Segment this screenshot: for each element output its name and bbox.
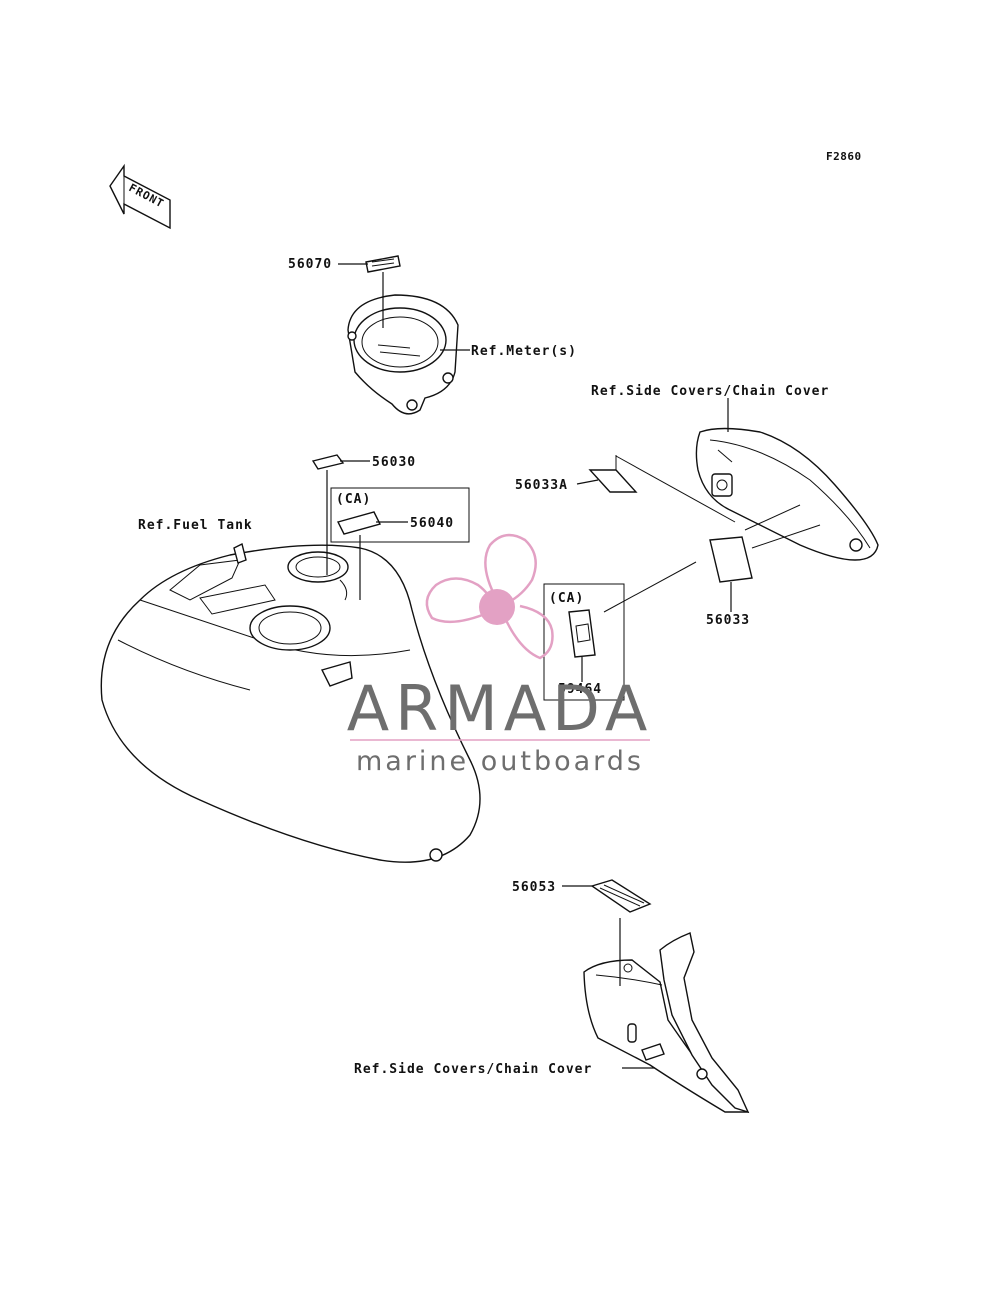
ca-label-1: (CA) bbox=[336, 492, 371, 507]
callout-56040: 56040 bbox=[410, 516, 454, 531]
watermark-tagline: marine outboards bbox=[356, 746, 644, 777]
side-cover-bottom-part bbox=[583, 932, 750, 1114]
callout-59464: 59464 bbox=[558, 682, 602, 697]
label-56033-part bbox=[709, 536, 753, 583]
callout-56030: 56030 bbox=[372, 455, 416, 470]
side-cover-top-part bbox=[695, 427, 879, 561]
callout-56033: 56033 bbox=[706, 613, 750, 628]
label-56040-part bbox=[336, 511, 382, 535]
label-56070-part bbox=[365, 255, 401, 273]
watermark: ARMADA marine outboards bbox=[347, 533, 653, 777]
propeller-icon bbox=[425, 533, 554, 660]
callout-56070: 56070 bbox=[288, 257, 332, 272]
callout-56053: 56053 bbox=[512, 880, 556, 895]
label-59464-part bbox=[568, 609, 596, 658]
ca-box-2 bbox=[543, 583, 625, 701]
ca-box-1 bbox=[330, 487, 470, 543]
callout-ref-meter: Ref.Meter(s) bbox=[471, 344, 577, 359]
label-56030-part bbox=[311, 454, 345, 470]
callout-ref-side-covers-top: Ref.Side Covers/Chain Cover bbox=[591, 384, 829, 399]
callout-ref-fuel-tank: Ref.Fuel Tank bbox=[138, 518, 253, 533]
fuel-tank-part bbox=[100, 542, 481, 863]
callout-ref-side-covers-bottom: Ref.Side Covers/Chain Cover bbox=[354, 1062, 592, 1077]
meter-part bbox=[347, 294, 459, 415]
front-arrow-icon: FRONT bbox=[109, 163, 171, 230]
ca-label-2: (CA) bbox=[549, 591, 584, 606]
label-56053-part bbox=[590, 879, 652, 913]
label-56033a-part bbox=[588, 469, 638, 493]
callout-56033a: 56033A bbox=[515, 478, 568, 493]
watermark-brand: ARMADA bbox=[347, 672, 653, 745]
figure-code: F2860 bbox=[826, 150, 862, 163]
